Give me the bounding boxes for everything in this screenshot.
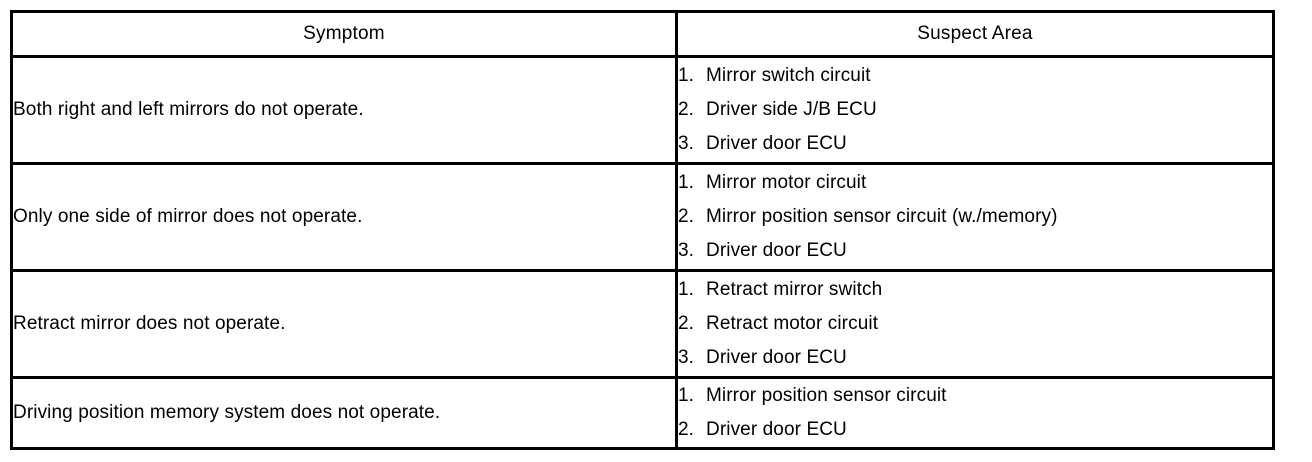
list-item-label: Driver door ECU [706, 419, 847, 440]
symptom-text: Only one side of mirror does not operate… [10, 162, 678, 272]
list-item: 3. Driver door ECU [678, 127, 1272, 161]
list-item: 1. Mirror motor circuit [678, 166, 1272, 200]
list-item: 2. Driver door ECU [678, 413, 1272, 447]
symptom-text: Both right and left mirrors do not opera… [10, 55, 678, 165]
suspect-area-cell: 1. Mirror motor circuit 2. Mirror positi… [675, 162, 1275, 272]
list-item: 3. Driver door ECU [678, 341, 1272, 375]
list-item-number: 3. [678, 240, 695, 261]
table-row: Driving position memory system does not … [10, 376, 1275, 450]
list-item-number: 1. [678, 279, 695, 300]
list-item-number: 2. [678, 206, 695, 227]
list-item: 1. Mirror switch circuit [678, 59, 1272, 93]
table-header: Symptom Suspect Area [10, 10, 1275, 58]
table-body: Both right and left mirrors do not opera… [10, 55, 1275, 450]
list-item-number: 3. [678, 347, 695, 368]
list-item-label: Mirror motor circuit [706, 172, 867, 193]
suspect-area-cell: 1. Retract mirror switch 2. Retract moto… [675, 269, 1275, 379]
list-item: 1. Mirror position sensor circuit [678, 379, 1272, 413]
list-item-label: Driver door ECU [706, 133, 847, 154]
list-item-number: 1. [678, 172, 695, 193]
suspect-list: 1. Mirror motor circuit 2. Mirror positi… [678, 166, 1272, 268]
table-row: Only one side of mirror does not operate… [10, 162, 1275, 272]
symptom-text: Retract mirror does not operate. [10, 269, 678, 379]
list-item: 2. Driver side J/B ECU [678, 93, 1272, 127]
list-item-number: 2. [678, 419, 695, 440]
column-header-symptom: Symptom [10, 10, 678, 58]
symptom-suspect-area-table: Symptom Suspect Area Both right and left… [10, 10, 1275, 450]
suspect-area-cell: 1. Mirror switch circuit 2. Driver side … [675, 55, 1275, 165]
list-item-number: 1. [678, 65, 695, 86]
table-row: Retract mirror does not operate. 1. Retr… [10, 269, 1275, 379]
list-item-label: Mirror position sensor circuit (w./memor… [706, 206, 1058, 227]
list-item: 2. Mirror position sensor circuit (w./me… [678, 200, 1272, 234]
list-item-label: Driver door ECU [706, 240, 847, 261]
suspect-area-cell: 1. Mirror position sensor circuit 2. Dri… [675, 376, 1275, 450]
list-item-number: 3. [678, 133, 695, 154]
list-item-number: 2. [678, 313, 695, 334]
suspect-list: 1. Mirror position sensor circuit 2. Dri… [678, 379, 1272, 447]
list-item-label: Driver side J/B ECU [706, 99, 877, 120]
column-header-suspect-area: Suspect Area [675, 10, 1275, 58]
list-item-label: Retract mirror switch [706, 279, 883, 300]
suspect-list: 1. Retract mirror switch 2. Retract moto… [678, 273, 1272, 375]
list-item: 2. Retract motor circuit [678, 307, 1272, 341]
list-item: 3. Driver door ECU [678, 234, 1272, 268]
list-item-label: Mirror switch circuit [706, 65, 871, 86]
table-header-row: Symptom Suspect Area [10, 10, 1275, 58]
suspect-list: 1. Mirror switch circuit 2. Driver side … [678, 59, 1272, 161]
list-item-label: Retract motor circuit [706, 313, 879, 334]
list-item-label: Mirror position sensor circuit [706, 385, 947, 406]
list-item-label: Driver door ECU [706, 347, 847, 368]
list-item-number: 1. [678, 385, 695, 406]
list-item-number: 2. [678, 99, 695, 120]
symptom-text: Driving position memory system does not … [10, 376, 678, 450]
table-row: Both right and left mirrors do not opera… [10, 55, 1275, 165]
list-item: 1. Retract mirror switch [678, 273, 1272, 307]
